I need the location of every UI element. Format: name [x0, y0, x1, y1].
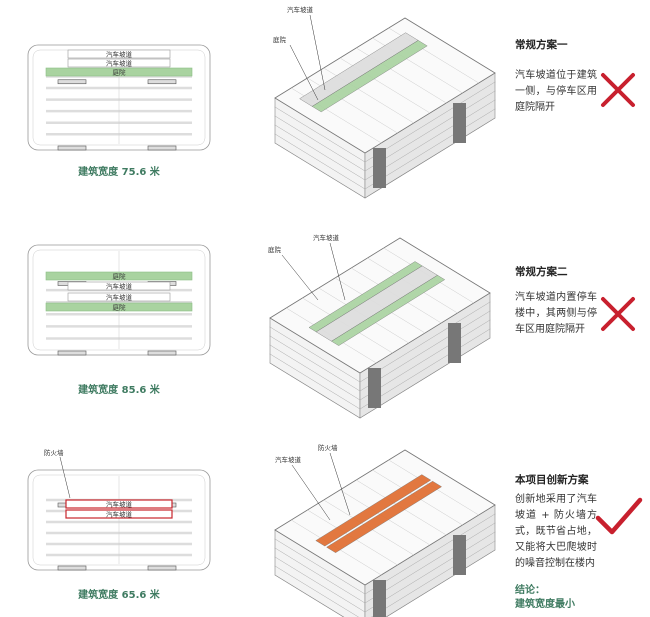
floor-line	[274, 99, 496, 181]
axon-label: 庭院	[268, 245, 282, 254]
stair-core	[448, 323, 461, 363]
conclusion-text: 建筑宽度最小	[515, 599, 575, 610]
plan-label: 汽车坡道	[106, 293, 133, 302]
scheme-desc-1: 汽车坡道位于建筑一侧，与停车区用庭院隔开	[515, 70, 597, 113]
floor-line	[269, 328, 491, 410]
stair-core	[453, 103, 466, 143]
plan-band-court	[45, 67, 193, 77]
leader-line	[329, 242, 346, 301]
axonometric-view-3	[274, 449, 496, 617]
firewall-ramp	[326, 480, 442, 553]
floor-line	[269, 301, 491, 383]
stair-core	[147, 565, 177, 571]
plan-band-court	[45, 271, 193, 281]
floor-line	[269, 310, 491, 392]
stair-core	[147, 145, 177, 151]
axonometric-view-2	[269, 237, 491, 419]
check-icon	[595, 497, 643, 535]
scheme-title-3: 本项目创新方案	[515, 474, 589, 486]
plan-band-ramp	[67, 58, 171, 68]
stair-core	[57, 350, 87, 356]
leader-line	[291, 464, 331, 521]
leader-line	[289, 44, 319, 101]
leader-line	[59, 456, 71, 499]
stair-core	[453, 535, 466, 575]
stair-core	[373, 580, 386, 617]
scheme-title-2: 常规方案二	[515, 266, 568, 278]
plan-inner-outline	[32, 474, 206, 566]
stair-core	[57, 145, 87, 151]
plan-label: 庭院	[113, 272, 127, 281]
firewall-ramp	[315, 474, 432, 547]
width-label-3: 建筑宽度 65.6 米	[78, 590, 160, 601]
stair-core	[147, 79, 177, 85]
floor-plan-1	[27, 44, 211, 151]
plan-band-fire	[65, 509, 173, 519]
floor-plan-3	[27, 469, 211, 571]
stair-core	[57, 565, 87, 571]
conclusion-label: 结论：	[515, 585, 545, 596]
leader-line	[281, 254, 319, 301]
stair-core	[57, 79, 87, 85]
width-label-2: 建筑宽度 85.6 米	[78, 385, 160, 396]
width-label-1: 建筑宽度 75.6 米	[78, 167, 160, 178]
plan-band-ramp	[67, 292, 171, 302]
scheme-title-1: 常规方案一	[515, 39, 568, 51]
plan-band-fire	[65, 499, 173, 509]
plan-band-ramp	[67, 49, 171, 59]
leader-line	[329, 452, 351, 516]
axon-label: 庭院	[273, 35, 287, 44]
conclusion: 结论： 建筑宽度最小	[515, 584, 575, 612]
axonometric-view-1	[274, 17, 496, 199]
plan-label: 庭院	[113, 68, 127, 77]
plan-inner-outline	[32, 249, 206, 351]
floor-line	[274, 531, 496, 613]
plan-label: 汽车坡道	[106, 59, 133, 68]
floor-line	[269, 319, 491, 401]
plan-label: 汽车坡道	[106, 510, 133, 519]
floor-line	[274, 108, 496, 190]
leader-line	[309, 14, 326, 91]
cross-icon	[601, 297, 635, 331]
plan-label: 汽车坡道	[106, 500, 133, 509]
plan-band-ramp	[67, 281, 171, 291]
floor-plan-2	[27, 244, 211, 356]
floor-line	[274, 540, 496, 617]
axon-label: 汽车坡道	[287, 5, 314, 14]
stair-core	[147, 350, 177, 356]
scheme-desc-3: 创新地采用了汽车坡道 + 防火墙方式，既节省占地，又能将大巴爬坡时的噪音控制在楼…	[515, 494, 597, 569]
stair-core	[368, 368, 381, 408]
axon-label: 防火墙	[318, 443, 338, 452]
floor-line	[274, 90, 496, 172]
plan-label: 汽车坡道	[106, 282, 133, 291]
cross-icon	[601, 73, 635, 107]
axon-label: 汽车坡道	[313, 233, 340, 242]
courtyard	[311, 40, 428, 113]
scheme-desc-2: 汽车坡道内置停车楼中，其两侧与停车区用庭院隔开	[515, 292, 597, 335]
plan-label: 汽车坡道	[106, 50, 133, 59]
stair-core	[373, 148, 386, 188]
plan-band-court	[45, 302, 193, 312]
floor-line	[274, 513, 496, 595]
floor-line	[274, 81, 496, 163]
floor-line	[274, 522, 496, 604]
courtyard	[331, 275, 446, 346]
firewall-label: 防火墙	[44, 448, 64, 457]
plan-label: 庭院	[113, 303, 127, 312]
axon-label: 汽车坡道	[275, 455, 302, 464]
